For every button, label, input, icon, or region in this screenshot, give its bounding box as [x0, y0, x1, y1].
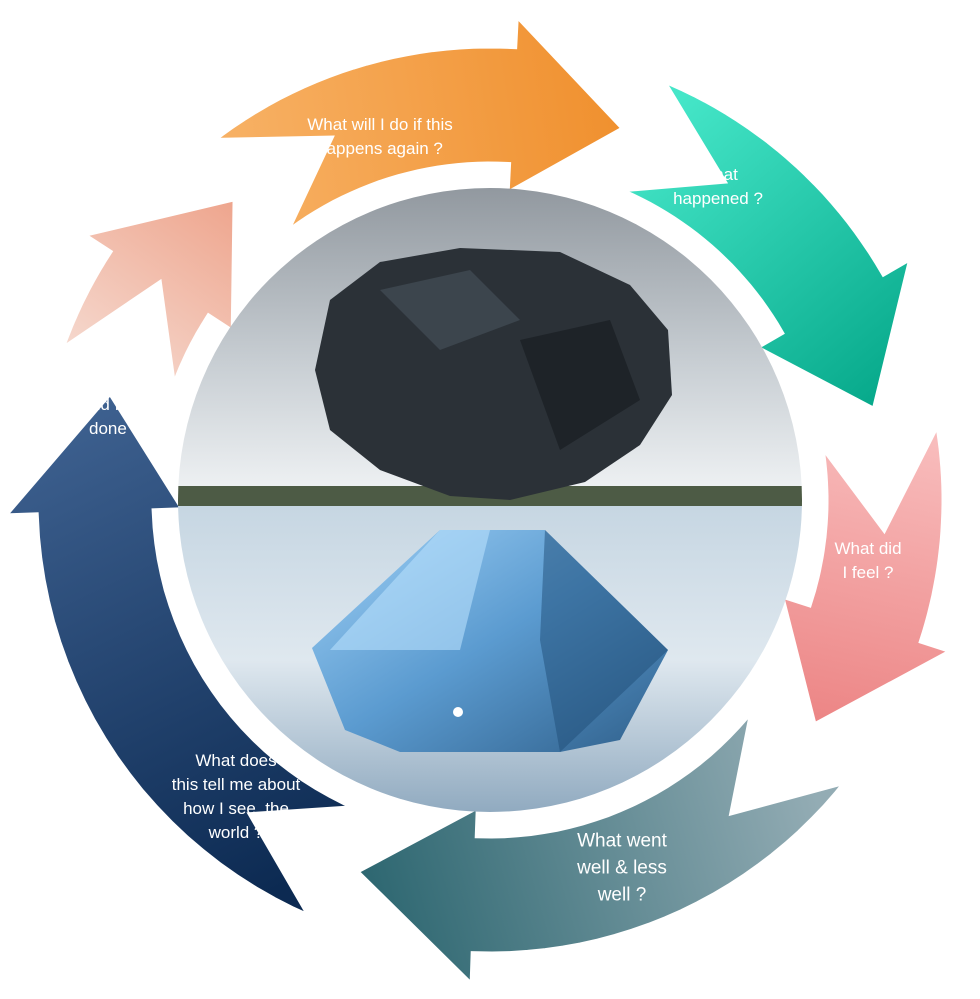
sparkle [453, 707, 463, 717]
label-line: how I see the [183, 799, 289, 818]
label-line: done ? [89, 419, 141, 438]
label-line: happens again ? [317, 139, 443, 158]
label-line: this tell me about [171, 775, 301, 794]
arrow-salmon [53, 192, 240, 393]
label-line: What else [77, 371, 153, 390]
label-line: What will I do if this [307, 115, 453, 134]
label-line: What went [577, 830, 667, 852]
label-line: What did [834, 539, 902, 558]
label-what-happened: What happened ? [673, 163, 763, 211]
label-line: well ? [597, 884, 647, 906]
label-what-else: What else could I have done ? [69, 369, 161, 441]
label-line: world ? [208, 823, 264, 842]
label-line: What [698, 165, 738, 184]
label-what-does-this-tell-me: What does this tell me about how I see the… [172, 749, 301, 845]
label-what-went-well: What went well & less well ? [577, 828, 667, 909]
rock-facet [520, 320, 640, 450]
label-line: What does [195, 751, 277, 770]
label-what-will-i-do: What will I do if this happens again ? [307, 113, 453, 161]
rock-facet [380, 270, 520, 350]
center-image [178, 188, 802, 812]
label-line: could I have [69, 395, 161, 414]
diamond-facet [540, 530, 668, 752]
label-what-did-i-feel: What did I feel ? [834, 537, 901, 585]
label-line: I feel ? [842, 563, 894, 582]
label-line: happened ? [673, 189, 763, 208]
cycle-arrows [0, 4, 963, 996]
label-line: well & less [577, 857, 667, 879]
diamond-facet [330, 530, 490, 650]
